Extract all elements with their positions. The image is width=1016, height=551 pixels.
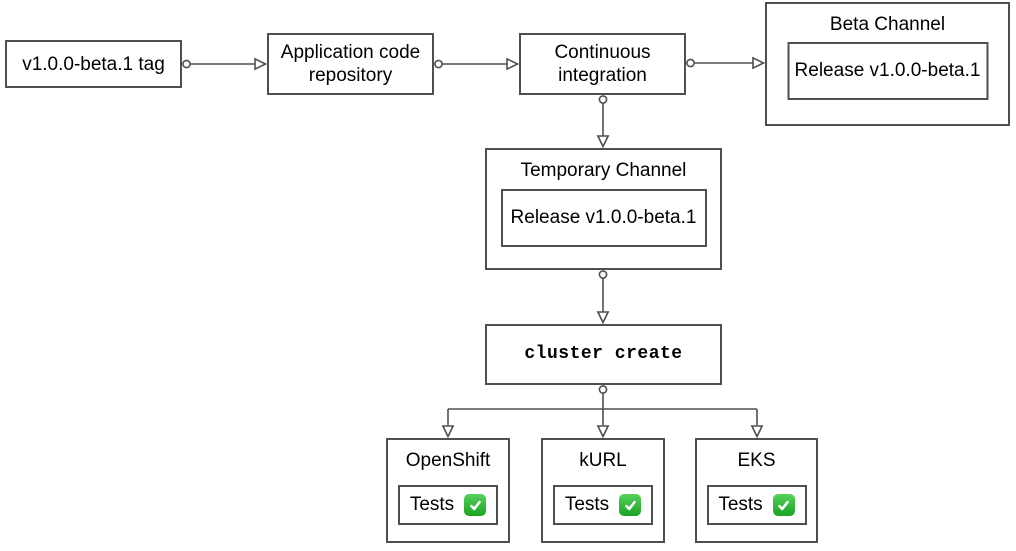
node-version-tag-label: v1.0.0-beta.1 tag [22, 53, 165, 75]
node-app-code-repository: Application code repository [267, 33, 434, 95]
tests-label: Tests [409, 494, 455, 515]
node-cluster-create: cluster create [485, 324, 722, 385]
tests-label: Tests [718, 494, 763, 515]
node-beta-channel: Beta Channel Release v1.0.0-beta.1 [765, 2, 1010, 126]
eks-title: EKS [737, 450, 776, 471]
check-icon [772, 494, 795, 516]
node-continuous-integration-label: Continuous integration [554, 42, 651, 86]
node-beta-release-label: Release v1.0.0-beta.1 [794, 60, 981, 81]
node-openshift-tests: Tests [398, 485, 498, 525]
openshift-title: OpenShift [405, 450, 491, 471]
node-continuous-integration: Continuous integration [519, 33, 686, 95]
node-openshift: OpenShift Tests [386, 438, 510, 543]
beta-channel-title: Beta Channel [829, 14, 946, 35]
node-temporary-release-label: Release v1.0.0-beta.1 [510, 207, 697, 228]
check-icon [619, 494, 642, 516]
node-cluster-create-label: cluster create [524, 344, 683, 364]
node-kurl: kURL Tests [541, 438, 665, 543]
node-app-code-repository-label: Application code repository [280, 42, 421, 86]
node-version-tag: v1.0.0-beta.1 tag [5, 40, 182, 88]
node-beta-release: Release v1.0.0-beta.1 [787, 42, 988, 100]
check-icon [464, 494, 487, 516]
kurl-title: kURL [579, 450, 627, 471]
node-kurl-tests: Tests [553, 485, 653, 525]
temporary-channel-title: Temporary Channel [520, 160, 687, 181]
node-temporary-channel: Temporary Channel Release v1.0.0-beta.1 [485, 148, 722, 270]
node-temporary-release: Release v1.0.0-beta.1 [500, 189, 707, 247]
node-eks: EKS Tests [695, 438, 818, 543]
node-eks-tests: Tests [706, 485, 807, 525]
tests-label: Tests [564, 494, 610, 515]
